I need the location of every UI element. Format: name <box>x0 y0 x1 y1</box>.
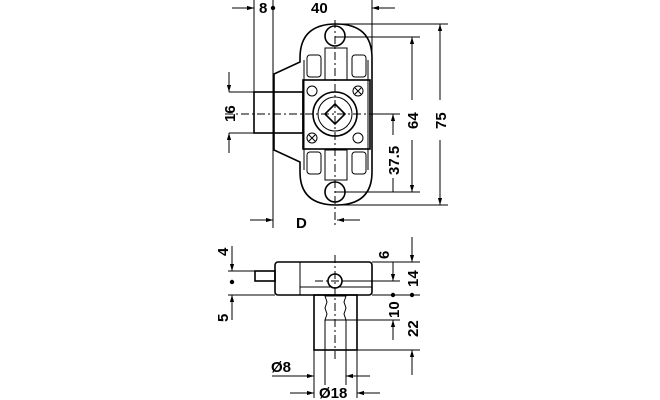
top-view: 8 40 16 64 75 37.5 D <box>222 0 450 232</box>
dim-screw-spacing-label: 64 <box>405 112 422 129</box>
dim-boss-height-label: 16 <box>222 105 239 122</box>
cylinder-icon <box>312 91 358 137</box>
dim-backset-label: D <box>296 215 307 232</box>
dim-center-label: 37.5 <box>386 146 403 175</box>
side-view: 4 6 14 5 10 22 Ø8 Ø18 <box>215 237 422 400</box>
dim-outer-diameter-label: Ø18 <box>319 385 347 400</box>
dim-stub-bottom-label: 5 <box>215 314 232 322</box>
dim-cylinder-length-label: 22 <box>405 320 422 337</box>
dim-offset-label: 8 <box>259 0 267 17</box>
dim-total-height-label: 75 <box>433 112 450 129</box>
screw-icon <box>352 85 364 97</box>
dim-inner-diameter-label: Ø8 <box>271 359 291 376</box>
bolt-boss <box>253 91 304 134</box>
dim-width-label: 40 <box>311 0 328 17</box>
dim-body-thickness-label: 14 <box>405 270 422 287</box>
lock-body-outline <box>273 23 373 206</box>
dim-stub-top-label: 4 <box>215 247 232 256</box>
screw-icon <box>306 132 318 144</box>
dim-screw-depth-label: 6 <box>376 251 393 259</box>
lock-body-side <box>274 261 373 296</box>
dim-thread-label: 10 <box>386 301 403 318</box>
bolt-stub <box>254 270 276 282</box>
